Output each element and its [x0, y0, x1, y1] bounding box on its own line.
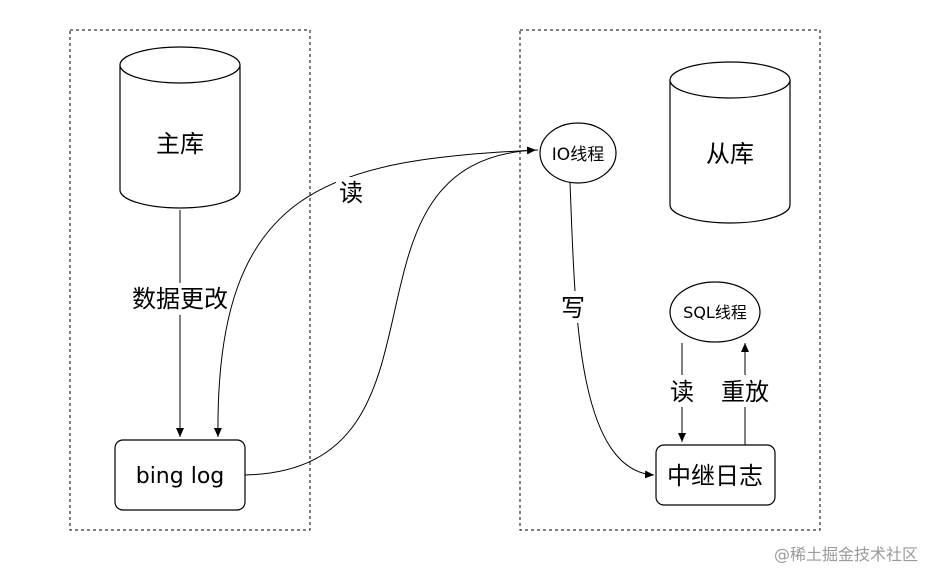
read-binlog-edge: [213, 149, 539, 438]
relay-log-node: 中继日志: [655, 444, 776, 506]
io-thread-label: IO线程: [552, 145, 604, 165]
master-container: [69, 29, 311, 531]
cross-read-label: 读: [339, 179, 363, 207]
binlog-label: bing log: [136, 464, 225, 489]
sql-thread-label: SQL线程: [683, 303, 747, 322]
binlog-node: bing log: [114, 439, 246, 511]
sql-thread-node: SQL线程: [669, 281, 761, 343]
sql-read-label: 读: [670, 378, 694, 406]
master-db-label: 主库: [156, 130, 204, 158]
slave-db-label: 从库: [706, 140, 754, 168]
data-change-label: 数据更改: [132, 285, 228, 313]
binlog-to-io-edge: [244, 146, 537, 476]
write-label: 写: [561, 294, 585, 322]
slave-database: 从库: [669, 61, 791, 224]
io-thread-node: IO线程: [539, 122, 617, 184]
replay-label: 重放: [721, 378, 769, 406]
write-relay-edge: [569, 182, 655, 479]
watermark: @稀土掘金技术社区: [774, 545, 918, 564]
slave-container: [519, 29, 821, 531]
relay-log-label: 中继日志: [667, 462, 763, 490]
master-database: 主库: [119, 46, 241, 209]
